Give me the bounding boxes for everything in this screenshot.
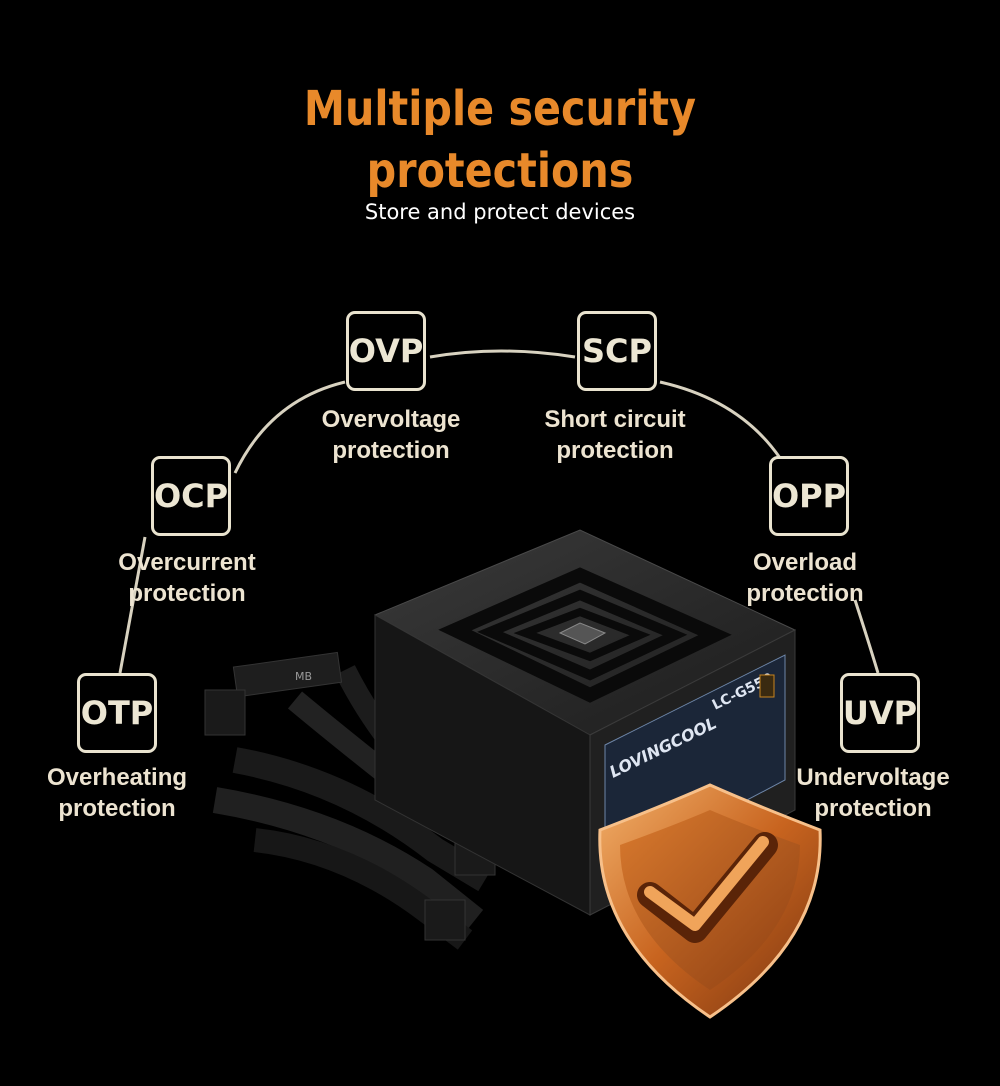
psu-body: LOVINGCOOL LC-G550 — [373, 529, 797, 916]
scp-badge: SCP — [577, 311, 657, 391]
page-subtitle: Store and protect devices — [364, 200, 636, 224]
scp-label: Short circuit protection — [505, 404, 725, 466]
shield-check-icon — [598, 783, 822, 1019]
ovp-badge: OVP — [346, 311, 426, 391]
title-line-2: protections — [366, 143, 634, 199]
scp-label-line1: Short circuit — [544, 406, 686, 433]
otp-label: Overheating protection — [7, 762, 227, 824]
ocp-label: Overcurrent protection — [77, 547, 297, 609]
ovp-label: Overvoltage protection — [281, 404, 501, 466]
uvp-label-line1: Undervoltage — [796, 764, 950, 791]
uvp-label-line2: protection — [814, 795, 932, 822]
ocp-label-line1: Overcurrent — [118, 549, 256, 576]
page-title: Multiple security protections — [70, 78, 930, 202]
scp-label-line2: protection — [556, 437, 674, 464]
uvp-label: Undervoltage protection — [763, 762, 983, 824]
opp-label: Overload protection — [695, 547, 915, 609]
opp-badge: OPP — [769, 456, 849, 536]
ovp-label-line1: Overvoltage — [321, 406, 461, 433]
otp-badge: OTP — [77, 673, 157, 753]
ocp-badge: OCP — [151, 456, 231, 536]
power-supply-image: MB LOVINGCOOL LC-G550 — [204, 529, 822, 1019]
ocp-label-line2: protection — [128, 580, 246, 607]
opp-label-line2: protection — [746, 580, 864, 607]
fan-grill — [438, 567, 732, 703]
ovp-label-line2: protection — [332, 437, 450, 464]
title-line-1: Multiple security — [303, 81, 697, 137]
otp-label-line2: protection — [58, 795, 176, 822]
opp-label-line1: Overload — [752, 549, 858, 576]
uvp-badge: UVP — [840, 673, 920, 753]
connector-label: MB — [295, 670, 312, 683]
otp-label-line1: Overheating — [46, 764, 188, 791]
